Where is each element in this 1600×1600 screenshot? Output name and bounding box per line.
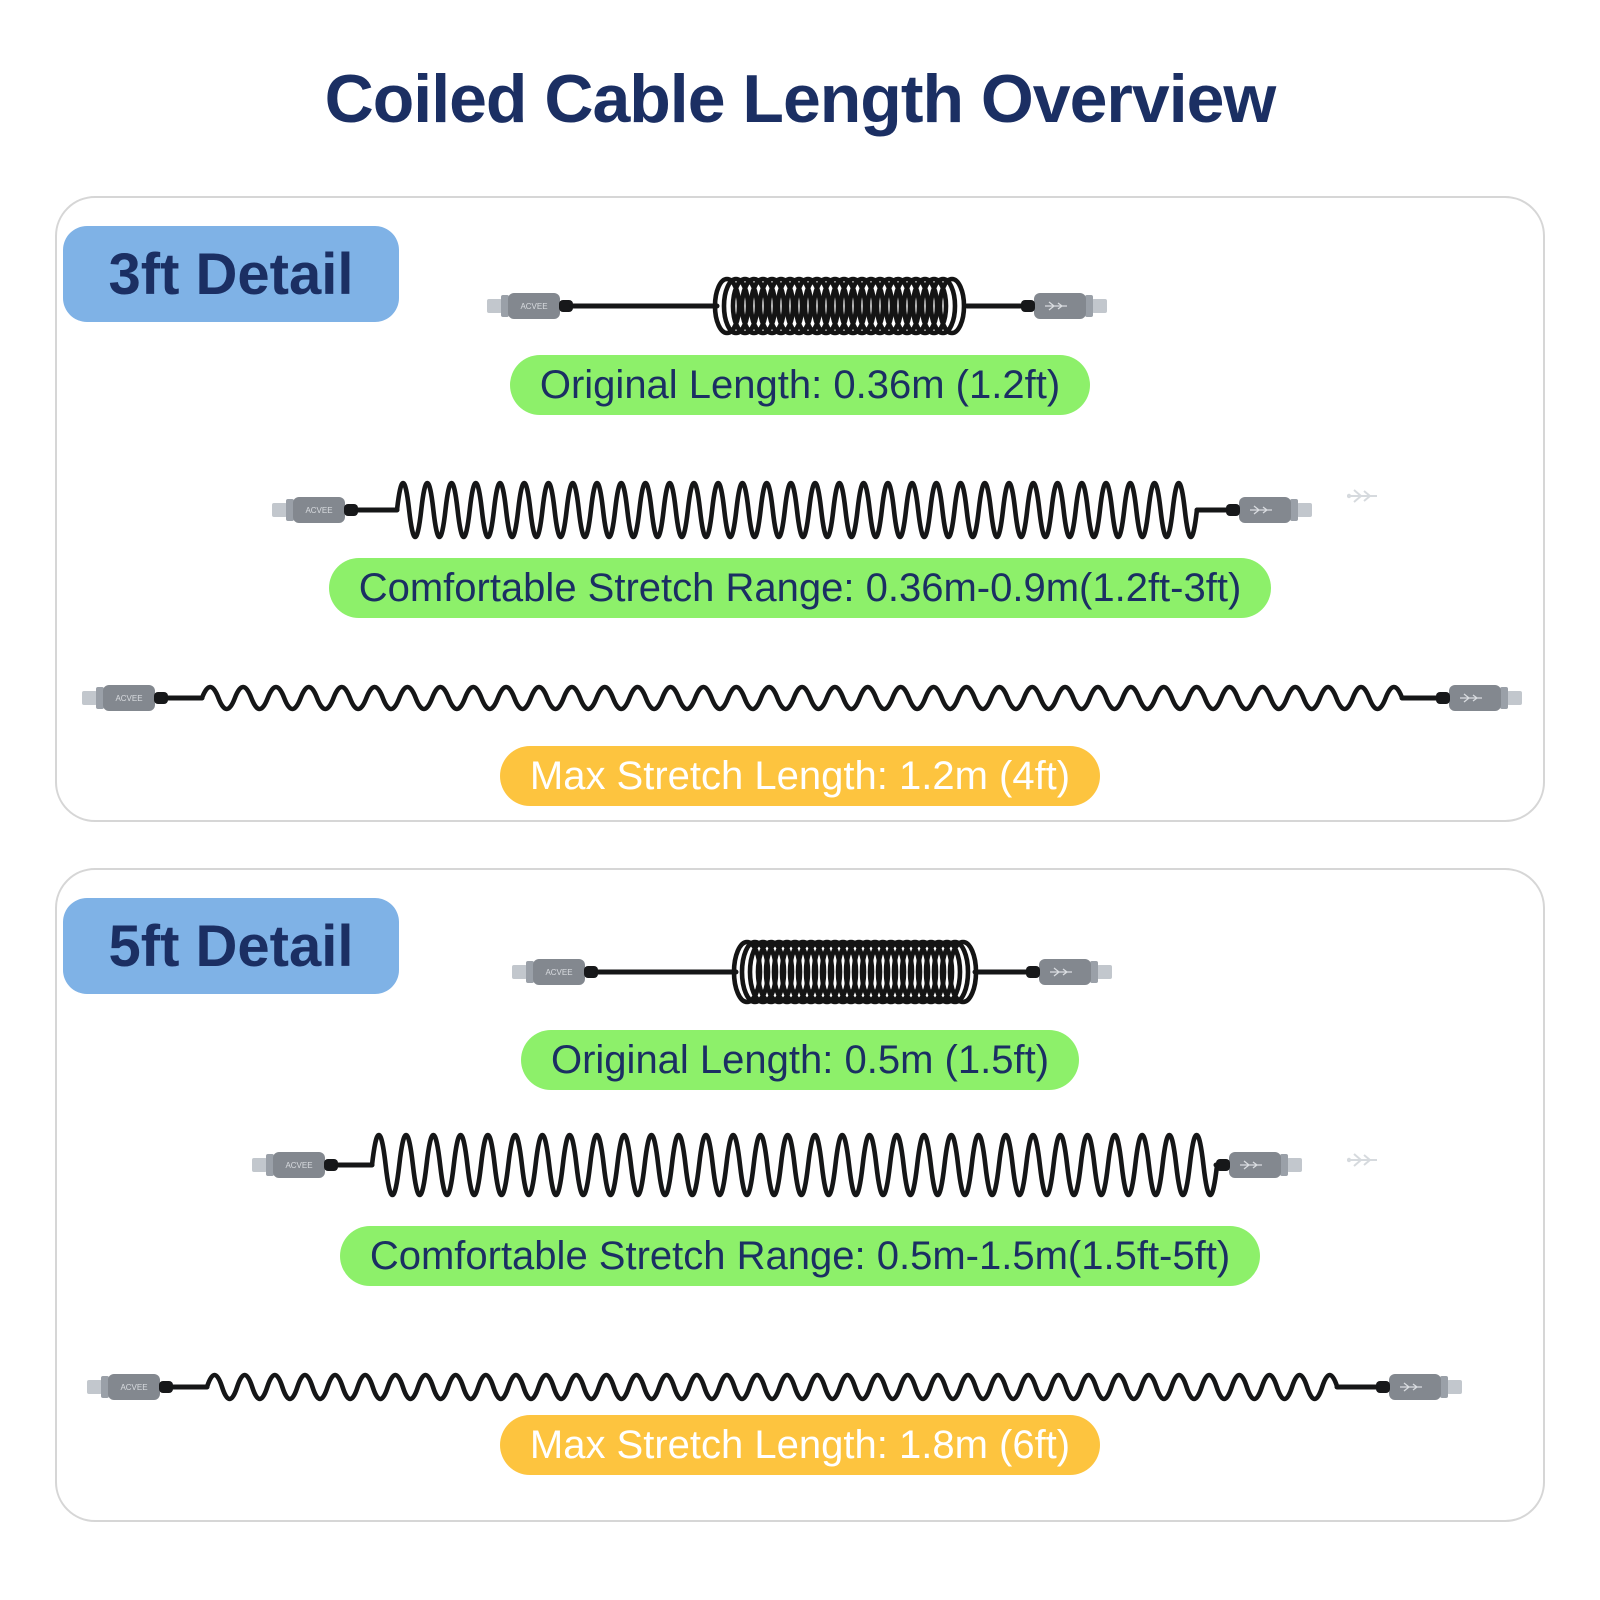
usb-connector: ACVEE [512,959,598,985]
usb-connector [1226,497,1312,523]
panel-tag-5ft: 5ft Detail [63,898,399,994]
stretched-coil [199,684,1405,712]
usb-connector [1216,1152,1302,1178]
cable-3ft-coiled: ACVEE [487,276,1107,336]
usb-connector: ACVEE [252,1152,338,1178]
max-stretch-label-3ft: Max Stretch Length: 1.2m (4ft) [499,746,1101,806]
original-length-label-3ft: Original Length: 0.36m (1.2ft) [509,355,1091,415]
panel-3ft-detail: 3ft Detail ACVEE Original Length: 0.36m … [55,196,1545,822]
cable-3ft-max-stretch: ACVEE [82,684,1522,712]
max-stretch-label-5ft: Max Stretch Length: 1.8m (6ft) [499,1415,1101,1475]
cable-5ft-max-stretch: ACVEE [87,1372,1462,1402]
cable-5ft-comfort-stretch: ACVEE [252,1132,1302,1198]
cable-5ft-coiled: ACVEE [512,939,1112,1005]
cable-3ft-comfort-stretch: ACVEE [272,481,1312,539]
tight-coil [731,939,979,1005]
connector-brand-text: ACVEE [545,968,572,977]
comfort-stretch-label-3ft: Comfortable Stretch Range: 0.36m-0.9m(1.… [328,558,1272,618]
usb-logo-icon [1045,301,1067,311]
connector-brand-text: ACVEE [120,1383,147,1392]
stretched-coil [369,1132,1220,1198]
stretched-coil [394,481,1200,539]
usb-logo-icon [1400,1382,1422,1392]
usb-connector [1026,959,1112,985]
usb-logo-icon [1250,505,1272,515]
connector-brand-text: ACVEE [305,506,332,515]
connector-brand-text: ACVEE [115,694,142,703]
usb-connector: ACVEE [87,1374,173,1400]
usb-connector: ACVEE [487,293,573,319]
panel-5ft-detail: 5ft Detail ACVEE Original Length: 0.5m (… [55,868,1545,1522]
usb-connector: ACVEE [82,685,168,711]
connector-brand-text: ACVEE [520,302,547,311]
usb-logo-icon [1240,1160,1262,1170]
usb-connector [1376,1374,1462,1400]
usb-watermark-icon [1347,489,1377,503]
usb-connector [1436,685,1522,711]
usb-logo-icon [1050,967,1072,977]
stretched-coil [204,1372,1340,1402]
usb-connector: ACVEE [272,497,358,523]
page-title: Coiled Cable Length Overview [324,61,1277,137]
usb-watermark-icon [1347,1153,1377,1167]
usb-connector [1021,293,1107,319]
tight-coil [712,276,967,336]
usb-logo-icon [1460,693,1482,703]
original-length-label-5ft: Original Length: 0.5m (1.5ft) [520,1030,1080,1090]
comfort-stretch-label-5ft: Comfortable Stretch Range: 0.5m-1.5m(1.5… [339,1226,1261,1286]
panel-tag-3ft: 3ft Detail [63,226,399,322]
connector-brand-text: ACVEE [285,1161,312,1170]
